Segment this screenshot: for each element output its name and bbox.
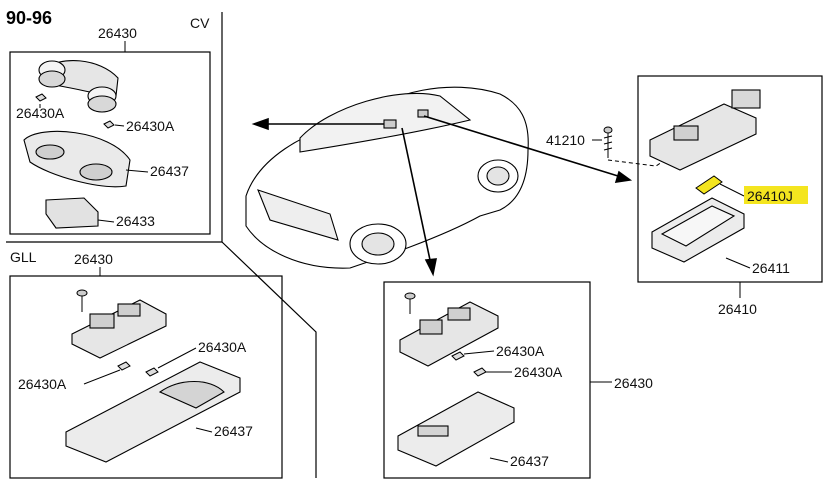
center-lamp-base [399,301,499,367]
right-screw-icon [603,126,613,158]
cv-clip-icon [35,93,115,129]
bulb-highlight [744,186,808,204]
right-lamp-base [649,89,761,171]
right-bulb-label: 26410J [747,188,793,204]
center-clip-b-label: 26430A [514,364,563,380]
page-title: 90-96 [6,8,52,28]
center-assembly-label: 26430 [614,375,653,391]
center-clip-a-label: 26430A [496,343,545,359]
cv-variant-label: CV [190,15,210,31]
cv-lens-label: 26437 [150,163,189,179]
cv-section: CV 26430 26430A 26430A 26437 [9,15,211,235]
pointer-arrows [251,115,633,277]
gll-lamp-base [71,299,167,359]
cv-lamp-unit [38,60,119,113]
gll-clip-icon [117,361,159,377]
gll-part-26430-label: 26430 [74,251,113,267]
car-illustration [245,86,529,269]
gll-variant-label: GLL [10,249,37,265]
gll-section: GLL 26430 26430A 26430A 26437 [9,249,283,479]
right-bulb-icon [695,175,723,195]
center-lens-tray [397,391,515,467]
right-assembly-label: 26410 [718,301,757,317]
center-screw-icon [404,292,416,314]
right-section: 41210 26410J 26411 26410 [546,75,823,317]
gll-lens-label: 26437 [214,423,253,439]
cv-clip-a-label: 26430A [16,105,65,121]
gll-lens-tray [65,361,241,463]
section-dividers [6,12,317,478]
cv-cover-label: 26433 [116,213,155,229]
center-lens-label: 26437 [510,453,549,469]
center-clip-icon [451,351,487,377]
gll-clip-a-label: 26430A [198,339,247,355]
cv-part-26430-label: 26430 [98,25,137,41]
right-lens-tray [651,197,745,263]
gll-screw-icon [76,289,88,312]
gll-clip-b-label: 26430A [18,376,67,392]
cv-cover [45,197,99,229]
cv-clip-b-label: 26430A [126,118,175,134]
cv-lens-housing [23,130,131,188]
center-section: 26430A 26430A 26430 26437 [383,281,653,479]
right-lens-label: 26411 [752,260,790,276]
right-screw-label: 41210 [546,132,585,148]
